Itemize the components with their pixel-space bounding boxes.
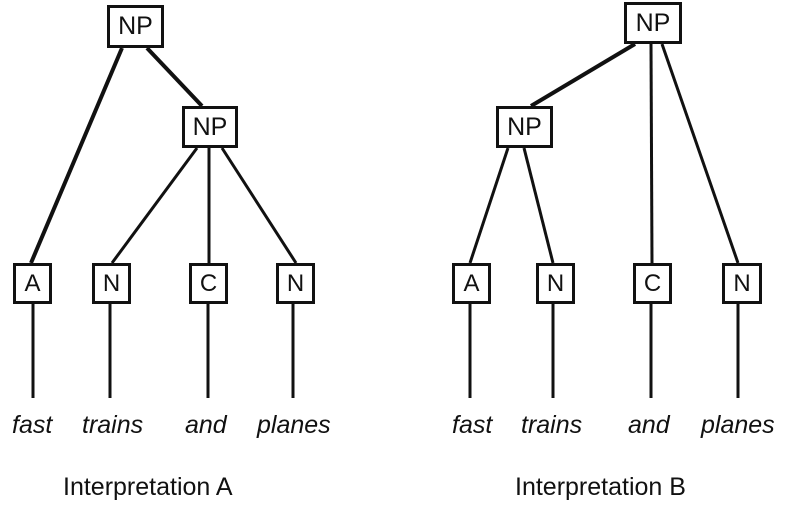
node-b-n2[interactable]: N [722, 263, 762, 304]
tree-caption-interpretation-b: Interpretation B [515, 473, 686, 501]
terminal-word-and: and [185, 411, 227, 439]
tree-edge [29, 47, 124, 264]
node-a-np2[interactable]: NP [182, 106, 238, 148]
terminal-word-trains: trains [521, 411, 583, 439]
node-a-n1[interactable]: N [92, 263, 131, 304]
tree-edge [145, 46, 204, 108]
node-a-root[interactable]: NP [107, 5, 164, 48]
node-b-conj[interactable]: C [633, 263, 672, 304]
tree-edge [110, 147, 199, 264]
terminal-word-planes: planes [257, 411, 331, 439]
node-b-np2[interactable]: NP [496, 106, 553, 148]
node-b-root[interactable]: NP [624, 2, 682, 44]
tree-caption-interpretation-a: Interpretation A [63, 473, 233, 501]
node-a-adj[interactable]: A [13, 263, 52, 304]
node-a-n2[interactable]: N [276, 263, 315, 304]
tree-edge [649, 43, 654, 264]
node-a-conj[interactable]: C [189, 263, 228, 304]
node-b-adj[interactable]: A [452, 263, 491, 304]
tree-edge [660, 43, 740, 264]
terminal-word-fast: fast [12, 411, 53, 439]
tree-edge [468, 147, 510, 264]
tree-edge [220, 147, 298, 264]
terminal-word-planes: planes [701, 411, 775, 439]
tree-edge [522, 147, 555, 264]
tree-edge [529, 42, 637, 108]
node-b-n1[interactable]: N [536, 263, 575, 304]
terminal-word-and: and [628, 411, 670, 439]
terminal-word-fast: fast [452, 411, 493, 439]
terminal-word-trains: trains [82, 411, 144, 439]
